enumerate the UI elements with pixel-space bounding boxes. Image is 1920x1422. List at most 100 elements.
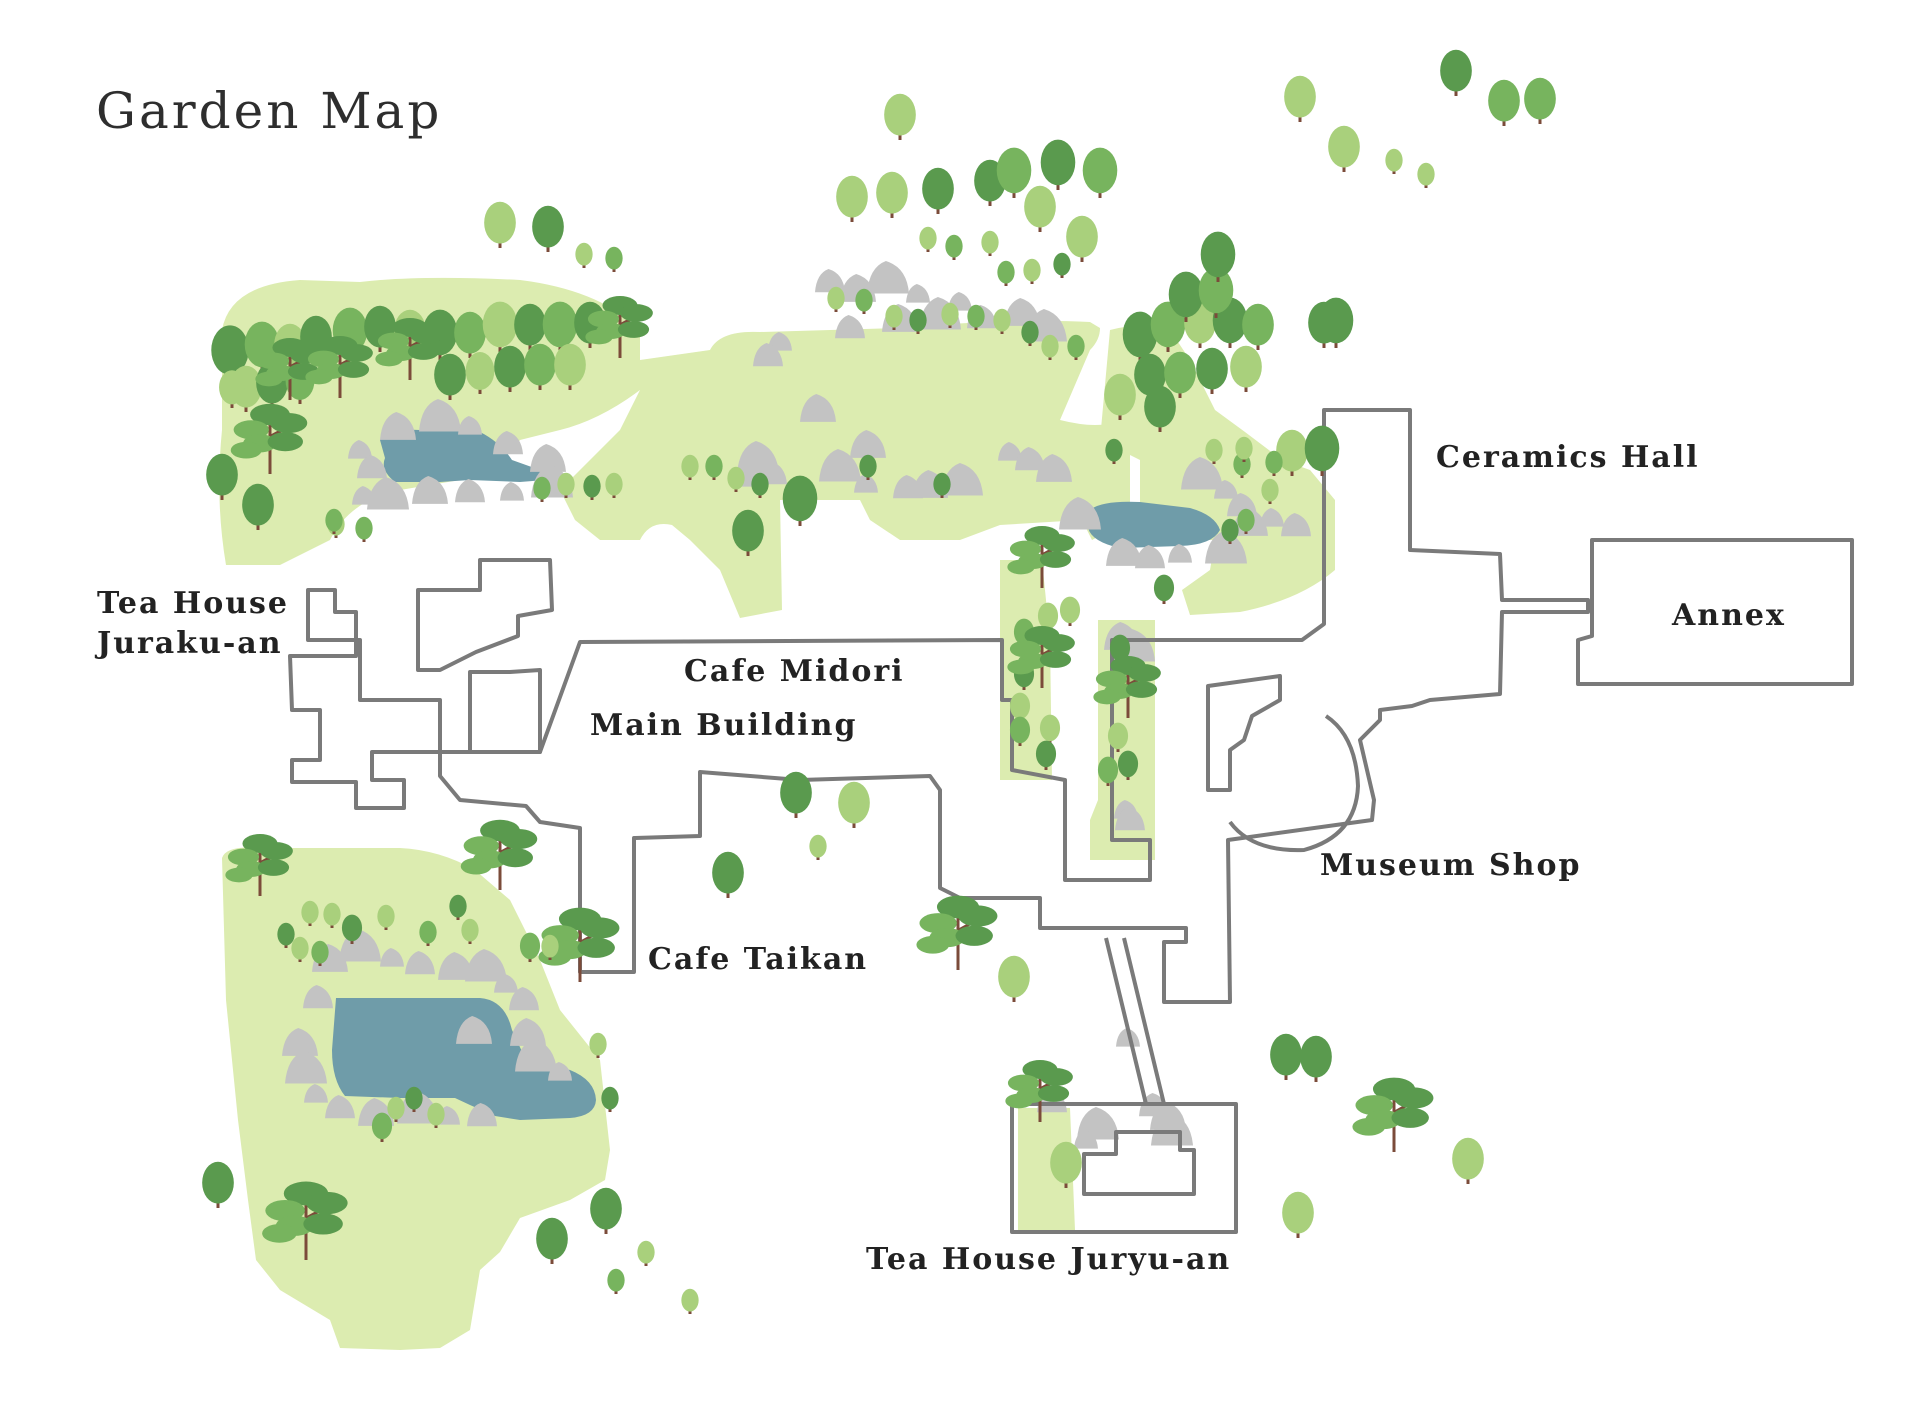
location-museum-shop[interactable]: Museum Shop [1320, 848, 1582, 883]
rock-icon [510, 1018, 546, 1046]
rock-icon [906, 284, 930, 303]
rock-icon [357, 455, 387, 479]
deciduous-tree-icon [1385, 148, 1403, 174]
deciduous-tree-icon [524, 343, 556, 390]
rock-icon [1036, 454, 1072, 482]
building-tea-house-juryu-an [1082, 1130, 1196, 1196]
deciduous-tree-icon [533, 476, 551, 502]
deciduous-tree-icon [997, 260, 1015, 286]
location-annex[interactable]: Annex [1672, 598, 1786, 633]
deciduous-tree-icon [1144, 385, 1176, 432]
deciduous-tree-icon [1440, 49, 1472, 96]
location-ceramics-hall[interactable]: Ceramics Hall [1436, 440, 1700, 475]
location-label-line-2: Juraku-an [97, 626, 283, 661]
deciduous-tree-icon [427, 1102, 445, 1128]
rock-icon [1059, 497, 1101, 530]
rock-icon [854, 474, 878, 493]
deciduous-tree-icon [242, 483, 274, 530]
deciduous-tree-icon [219, 370, 245, 408]
map-title: Garden Map [96, 82, 443, 140]
pond-south-west [332, 998, 596, 1120]
deciduous-tree-icon [605, 472, 623, 498]
deciduous-tree-icon [1300, 1035, 1332, 1082]
deciduous-tree-icon [277, 922, 295, 948]
deciduous-tree-icon [1117, 750, 1139, 780]
deciduous-tree-icon [202, 1161, 234, 1208]
grass-teahouse-south [1018, 1108, 1075, 1230]
location-cafe-midori[interactable]: Cafe Midori [684, 654, 905, 689]
rock-icon [509, 987, 539, 1011]
building-museum-shop [1206, 674, 1282, 792]
deciduous-tree-icon [1105, 438, 1123, 464]
deciduous-tree-icon [1035, 740, 1057, 770]
rock-icon [1106, 538, 1142, 566]
location-main-building[interactable]: Main Building [590, 708, 858, 743]
building-juraku-an-north [416, 558, 554, 672]
rock-icon [494, 974, 518, 993]
deciduous-tree-icon [809, 834, 827, 860]
pine-tree-icon [538, 907, 620, 982]
rock-icon [367, 477, 409, 510]
deciduous-tree-icon [325, 508, 343, 534]
pine-tree-icon [1005, 1060, 1073, 1122]
deciduous-tree-icon [554, 343, 586, 390]
location-cafe-taikan[interactable]: Cafe Taikan [648, 942, 869, 977]
deciduous-tree-icon [1097, 756, 1119, 786]
rock-icon [768, 332, 792, 351]
rock-icon [998, 442, 1022, 461]
deciduous-tree-icon [1304, 425, 1340, 476]
building-annex [1576, 538, 1854, 686]
rock-icon [467, 1103, 497, 1127]
rock-icon [1115, 807, 1145, 831]
deciduous-tree-icon [494, 345, 526, 392]
deciduous-tree-icon [732, 509, 764, 556]
deciduous-tree-icon [933, 472, 951, 498]
pine-tree-icon [305, 336, 373, 398]
path-to-tea-house-juryu-an [1104, 937, 1166, 1105]
deciduous-tree-icon [909, 308, 927, 334]
rocks [282, 261, 1311, 1149]
deciduous-tree-icon [681, 454, 699, 480]
deciduous-tree-icon [1053, 252, 1071, 278]
rock-icon [285, 1051, 327, 1084]
deciduous-tree-icon [583, 474, 601, 500]
deciduous-tree-icon [1242, 303, 1274, 350]
deciduous-tree-icon [419, 920, 437, 946]
rock-icon [303, 985, 333, 1009]
deciduous-tree-icon [605, 246, 623, 272]
building-tea-house-juraku-an [288, 638, 442, 810]
deciduous-tree-icon [536, 1217, 568, 1264]
deciduous-tree-icon [1417, 162, 1435, 188]
pine-tree-icon [262, 1181, 348, 1260]
deciduous-tree-icon [1524, 77, 1556, 124]
location-label-line-1: Tea House [97, 586, 289, 621]
deciduous-tree-icon [884, 93, 916, 140]
deciduous-tree-icon [1041, 334, 1059, 360]
deciduous-tree-icon [1282, 1191, 1314, 1238]
deciduous-tree-icon [922, 167, 954, 214]
rock-icon [412, 476, 448, 504]
deciduous-tree-icon [681, 1288, 699, 1314]
pine-tree-icon [225, 834, 293, 896]
rock-icon [530, 444, 566, 472]
deciduous-tree-icon [981, 230, 999, 256]
rock-icon [1205, 531, 1247, 564]
rock-icon [1004, 298, 1040, 326]
deciduous-tree-icon [341, 914, 363, 944]
deciduous-tree-icon [291, 936, 309, 962]
deciduous-tree-icon [1082, 147, 1118, 198]
deciduous-tree-icon [919, 226, 937, 252]
deciduous-tree-icon [637, 1240, 655, 1266]
deciduous-tree-icon [311, 940, 329, 966]
location-tea-house-juraku-an[interactable]: Tea House Juraku-an [97, 584, 289, 664]
deciduous-tree-icon [1276, 429, 1308, 476]
rock-icon [304, 1084, 328, 1103]
deciduous-tree-icon [827, 286, 845, 312]
rock-icon [456, 1016, 492, 1044]
location-tea-house-juryu-an[interactable]: Tea House Juryu-an [866, 1242, 1232, 1277]
deciduous-tree-icon [449, 894, 467, 920]
rock-icon [1074, 1130, 1098, 1149]
deciduous-tree-icon [1066, 215, 1098, 262]
deciduous-tree-icon [1328, 125, 1360, 172]
pine-tree-icon [460, 819, 538, 890]
